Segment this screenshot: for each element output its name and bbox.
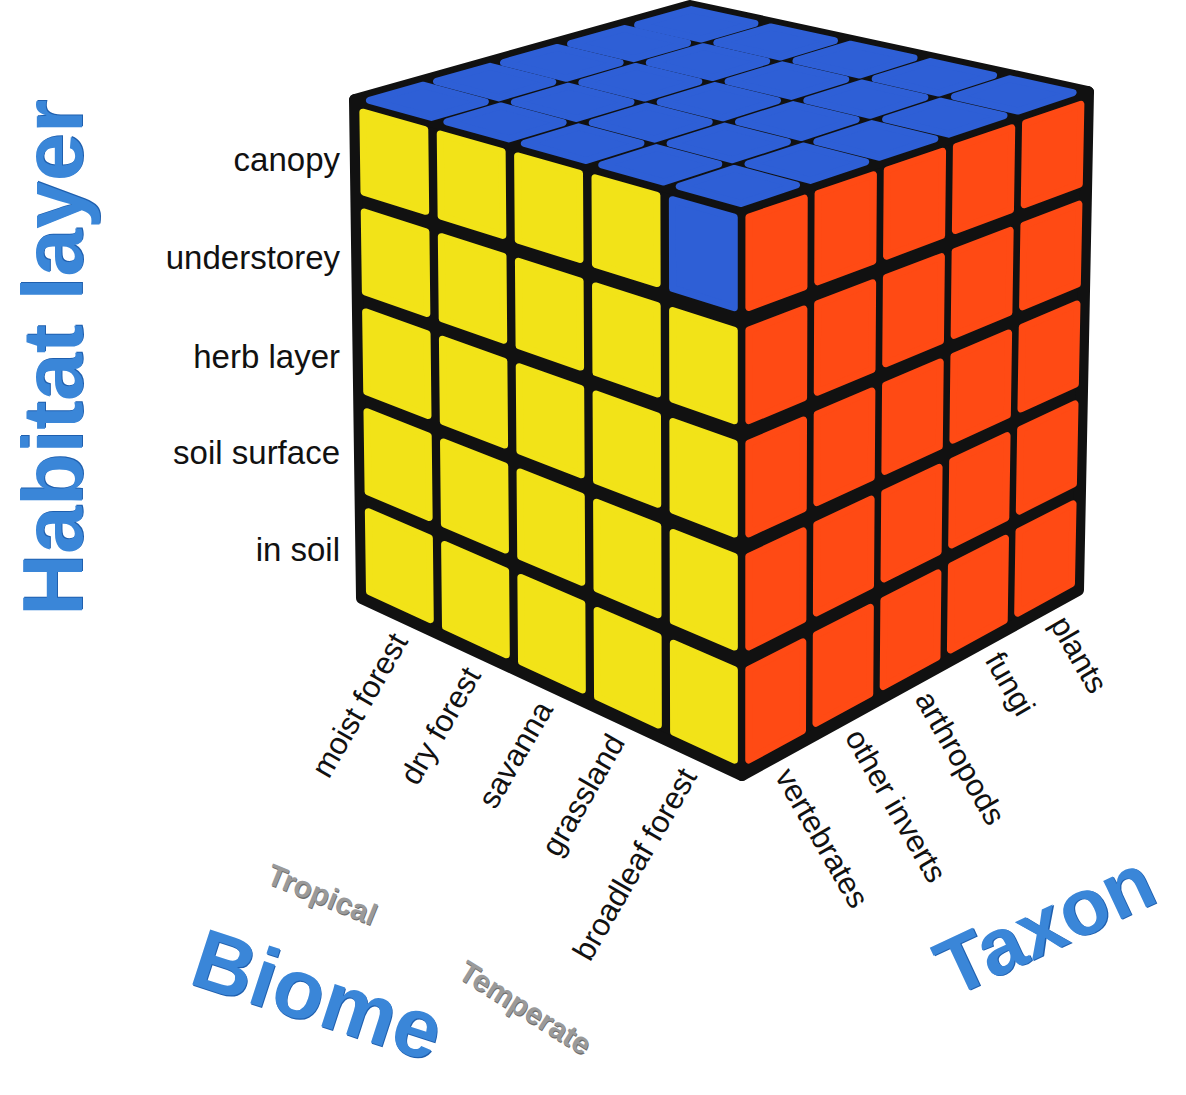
cube-sticker bbox=[816, 607, 870, 723]
biome-label: moist forest bbox=[304, 627, 415, 784]
cube-sticker bbox=[887, 151, 943, 256]
layer-label: herb layer bbox=[193, 338, 340, 376]
cube-sticker bbox=[1021, 304, 1077, 409]
cube-sticker bbox=[364, 212, 427, 313]
cube-sticker bbox=[367, 412, 429, 518]
biome-label: savanna bbox=[471, 695, 560, 814]
cube-sticker bbox=[673, 421, 734, 533]
biome-label: grassland bbox=[534, 728, 632, 862]
cube-sticker bbox=[1018, 504, 1073, 613]
front-face bbox=[355, 100, 742, 775]
cube-sticker bbox=[441, 237, 503, 341]
layer-label: soil surface bbox=[173, 434, 340, 472]
cube-sticker bbox=[749, 531, 803, 647]
cube-sticker bbox=[442, 339, 504, 445]
cube-sticker bbox=[596, 394, 658, 504]
cube-sticker bbox=[884, 467, 939, 578]
cube-sticker bbox=[440, 134, 503, 235]
right-face bbox=[742, 92, 1088, 775]
cube-sticker bbox=[518, 261, 580, 367]
layer-label: in soil bbox=[256, 531, 340, 569]
layer-label: understorey bbox=[166, 239, 340, 277]
cube-sticker bbox=[816, 499, 871, 613]
cube-sticker bbox=[817, 283, 872, 392]
cube-sticker bbox=[445, 545, 507, 655]
cube-sticker bbox=[955, 128, 1011, 231]
cube-sticker bbox=[1024, 104, 1081, 204]
axis-title: Taxon bbox=[921, 835, 1168, 1015]
cube-sticker bbox=[673, 532, 734, 647]
cube-sticker bbox=[363, 112, 426, 211]
taxon-label: fungi bbox=[978, 646, 1042, 722]
cube-sticker bbox=[953, 333, 1009, 440]
cube-sticker bbox=[519, 367, 581, 475]
cube-sticker bbox=[749, 642, 803, 760]
biome-group-label: Tropical bbox=[262, 857, 382, 932]
cube-sticker bbox=[818, 175, 874, 282]
cube-sticker bbox=[673, 311, 735, 421]
cube-sticker bbox=[952, 436, 1007, 545]
cube-sticker bbox=[1019, 404, 1075, 511]
cube-sticker bbox=[366, 312, 428, 416]
cube-sticker bbox=[368, 512, 430, 620]
cube-sticker bbox=[749, 420, 804, 534]
cube-sticker bbox=[597, 502, 658, 614]
biome-label: dry forest bbox=[393, 661, 488, 791]
cube-sticker bbox=[883, 573, 938, 687]
cube-sticker bbox=[518, 156, 580, 260]
cube-sticker bbox=[596, 286, 658, 394]
cube-sticker bbox=[521, 577, 582, 689]
cube-sticker bbox=[749, 198, 804, 307]
cube-sticker bbox=[950, 538, 1005, 649]
biome-group-label: Temperate bbox=[452, 954, 597, 1062]
cube-sticker bbox=[595, 178, 657, 284]
cube-sticker bbox=[672, 200, 734, 308]
taxon-label: arthropods bbox=[908, 685, 1013, 831]
taxon-label: vertebrates bbox=[768, 762, 876, 914]
cube-sticker bbox=[1023, 204, 1079, 307]
taxon-label: plants bbox=[1043, 610, 1115, 699]
cube-sticker bbox=[673, 643, 734, 760]
cube-sticker bbox=[817, 391, 872, 502]
layer-label: canopy bbox=[234, 141, 340, 179]
cube-sticker bbox=[444, 442, 506, 550]
cube-sticker bbox=[679, 168, 796, 203]
cube-sticker bbox=[954, 230, 1010, 335]
cube-sticker bbox=[886, 257, 942, 364]
cube-sticker bbox=[520, 472, 582, 582]
cube-sticker bbox=[597, 610, 658, 725]
axis-title: Habitat layer bbox=[3, 100, 102, 616]
cube-sticker bbox=[749, 309, 804, 420]
cube-sticker bbox=[885, 362, 940, 471]
axis-title: Biome bbox=[181, 909, 455, 1080]
